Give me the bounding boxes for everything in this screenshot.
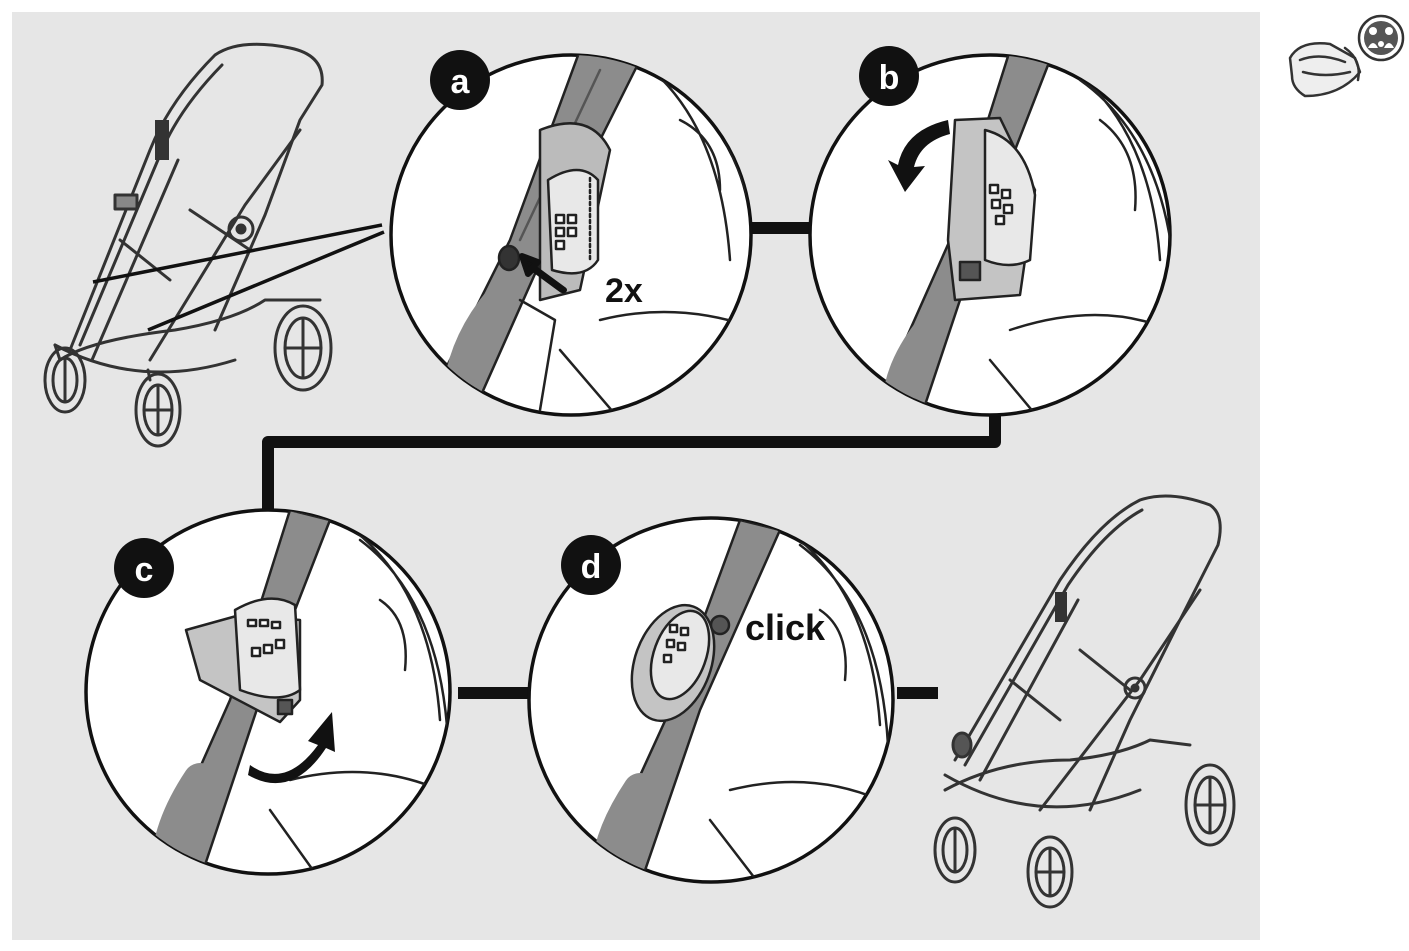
step-c-badge: c xyxy=(114,538,174,598)
step-b-badge: b xyxy=(859,46,919,106)
rotate-down-arrow-icon xyxy=(888,120,950,192)
step-a-letter: a xyxy=(451,63,471,101)
rotate-up-arrow-icon xyxy=(248,712,335,784)
step-a-caption: 2x xyxy=(605,272,643,310)
step-b-detail: b xyxy=(808,46,1172,417)
step-c-detail: c xyxy=(84,508,452,876)
step-d-letter: d xyxy=(581,548,602,586)
step-a-badge: a xyxy=(430,50,490,110)
step-d-detail: click d xyxy=(527,516,895,884)
step-d-caption: click xyxy=(745,607,826,648)
step-connectors xyxy=(262,222,1001,699)
step-c-letter: c xyxy=(135,551,154,589)
zoom-pointer-lines xyxy=(92,223,385,332)
stroller-frame-before xyxy=(43,42,333,448)
step-b-letter: b xyxy=(879,59,900,97)
press-arrow-icon xyxy=(519,253,567,293)
step-d-badge: d xyxy=(561,535,621,595)
step-a-detail: 2x a xyxy=(389,50,753,417)
car-seat-with-children-icon xyxy=(1288,14,1405,98)
stroller-frame-after xyxy=(933,494,1236,909)
connector-b-c xyxy=(262,405,1001,512)
